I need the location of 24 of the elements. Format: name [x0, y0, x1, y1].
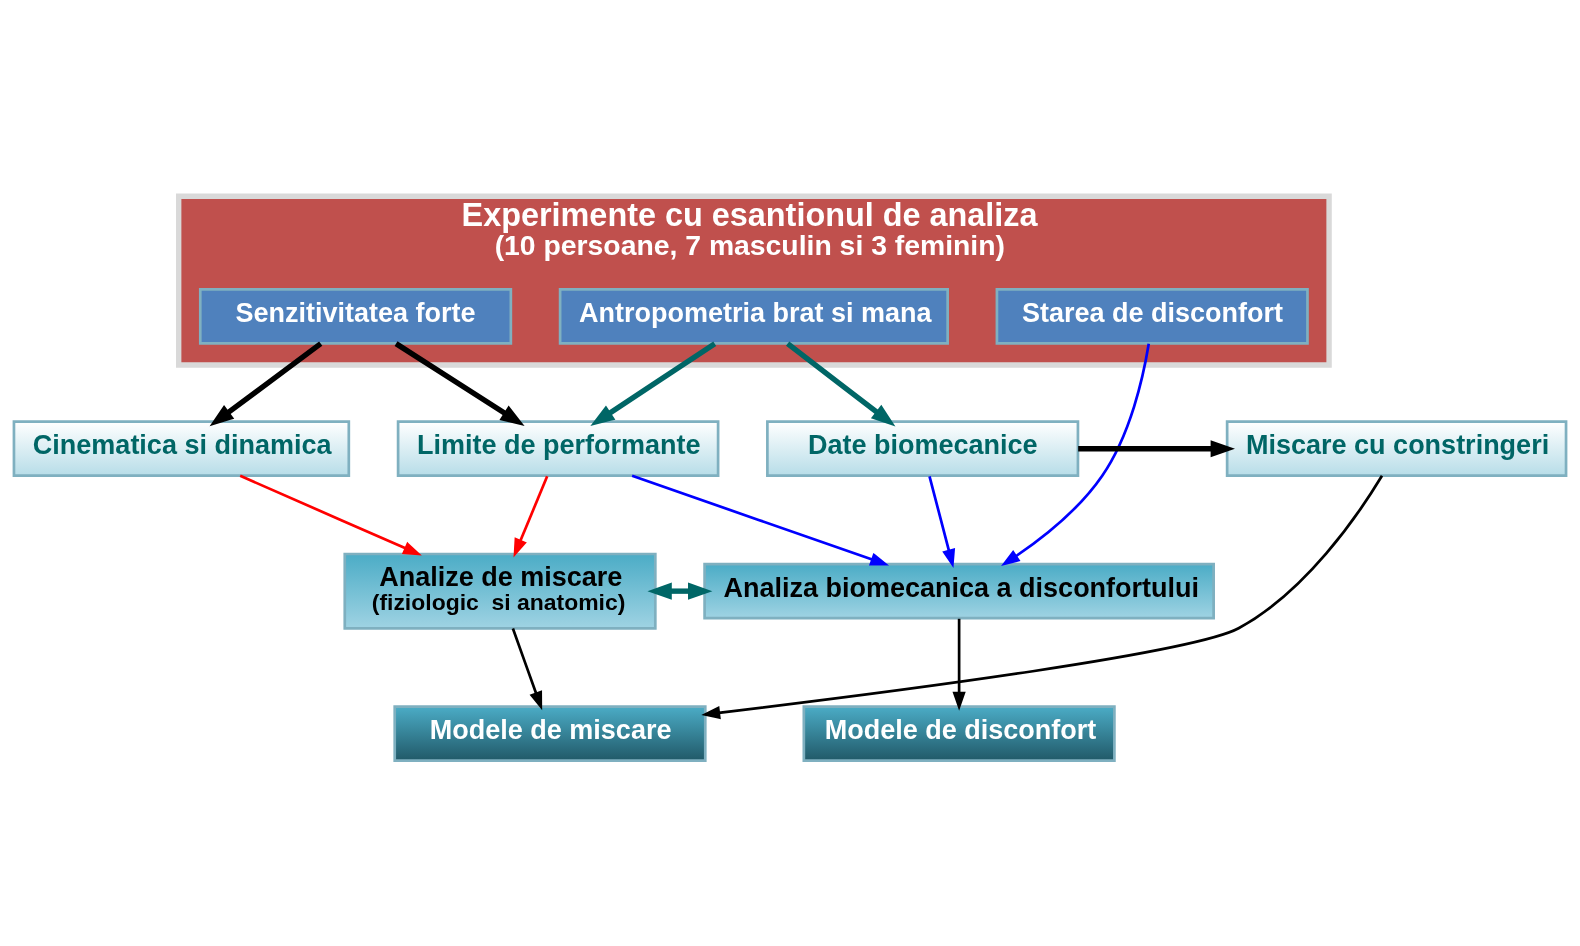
arrow [1001, 343, 1151, 566]
arrow [513, 475, 549, 558]
node-box: Analize de miscare (fiziologic si anatomic) [343, 552, 657, 630]
node-box: Modele de disconfort [802, 705, 1116, 762]
arrow [647, 582, 713, 600]
arrow [209, 341, 323, 427]
node-box: Cinematica si dinamica [12, 420, 351, 478]
arrow [511, 628, 543, 711]
node-box: Modele de miscare [393, 705, 707, 762]
node-box: Antropometria brat si mana [558, 288, 949, 345]
arrow [590, 341, 717, 426]
arrow [786, 341, 896, 427]
node-box: Limite de performante [396, 420, 720, 478]
node-box: Analiza biomecanica a disconfortului [703, 562, 1215, 620]
arrow [1078, 440, 1235, 458]
arrow [631, 474, 890, 566]
node-box: Starea de disconfort [995, 288, 1309, 345]
node-box: Senzitivitatea forte [198, 288, 513, 345]
arrow [928, 476, 956, 569]
node-box: Date biomecanice [766, 420, 1080, 478]
arrow [952, 618, 966, 711]
node-box: Miscare cu constringeri [1225, 420, 1568, 478]
arrow [394, 341, 525, 426]
arrow [239, 474, 422, 556]
